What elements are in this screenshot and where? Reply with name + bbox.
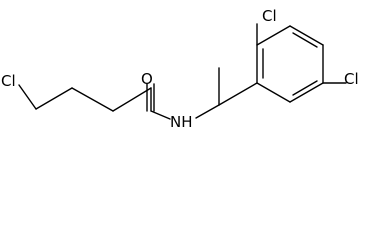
chemical-structure-diagram: Cl O NH Cl Cl	[1, 7, 359, 131]
atom-label-nitrogen: NH	[170, 113, 193, 131]
atom-label-layer: Cl O NH Cl Cl	[1, 7, 359, 131]
ring-inner-bond-2	[292, 32, 318, 48]
ring-bond-6	[256, 82, 291, 103]
bond-nitrogen-ch	[195, 104, 220, 119]
bond-cl-c1	[18, 84, 37, 110]
bond-c3-c4	[112, 87, 152, 112]
atom-label-cl-chain: Cl	[1, 72, 16, 90]
atom-label-oxygen: O	[141, 70, 153, 88]
ring-bond-3	[289, 25, 324, 46]
bond-layer	[18, 23, 347, 120]
atom-label-cl-ortho: Cl	[262, 7, 277, 25]
ring-bond-5	[289, 82, 324, 103]
bond-carbonyl-nitrogen	[150, 110, 171, 120]
ring-bond-2	[256, 25, 291, 46]
atom-label-cl-para: Cl	[344, 70, 359, 88]
bond-c2-c3	[71, 87, 114, 112]
ring-inner-bond-3	[292, 80, 318, 96]
bond-c1-c2	[35, 87, 73, 110]
bond-ch-ring	[218, 82, 258, 106]
